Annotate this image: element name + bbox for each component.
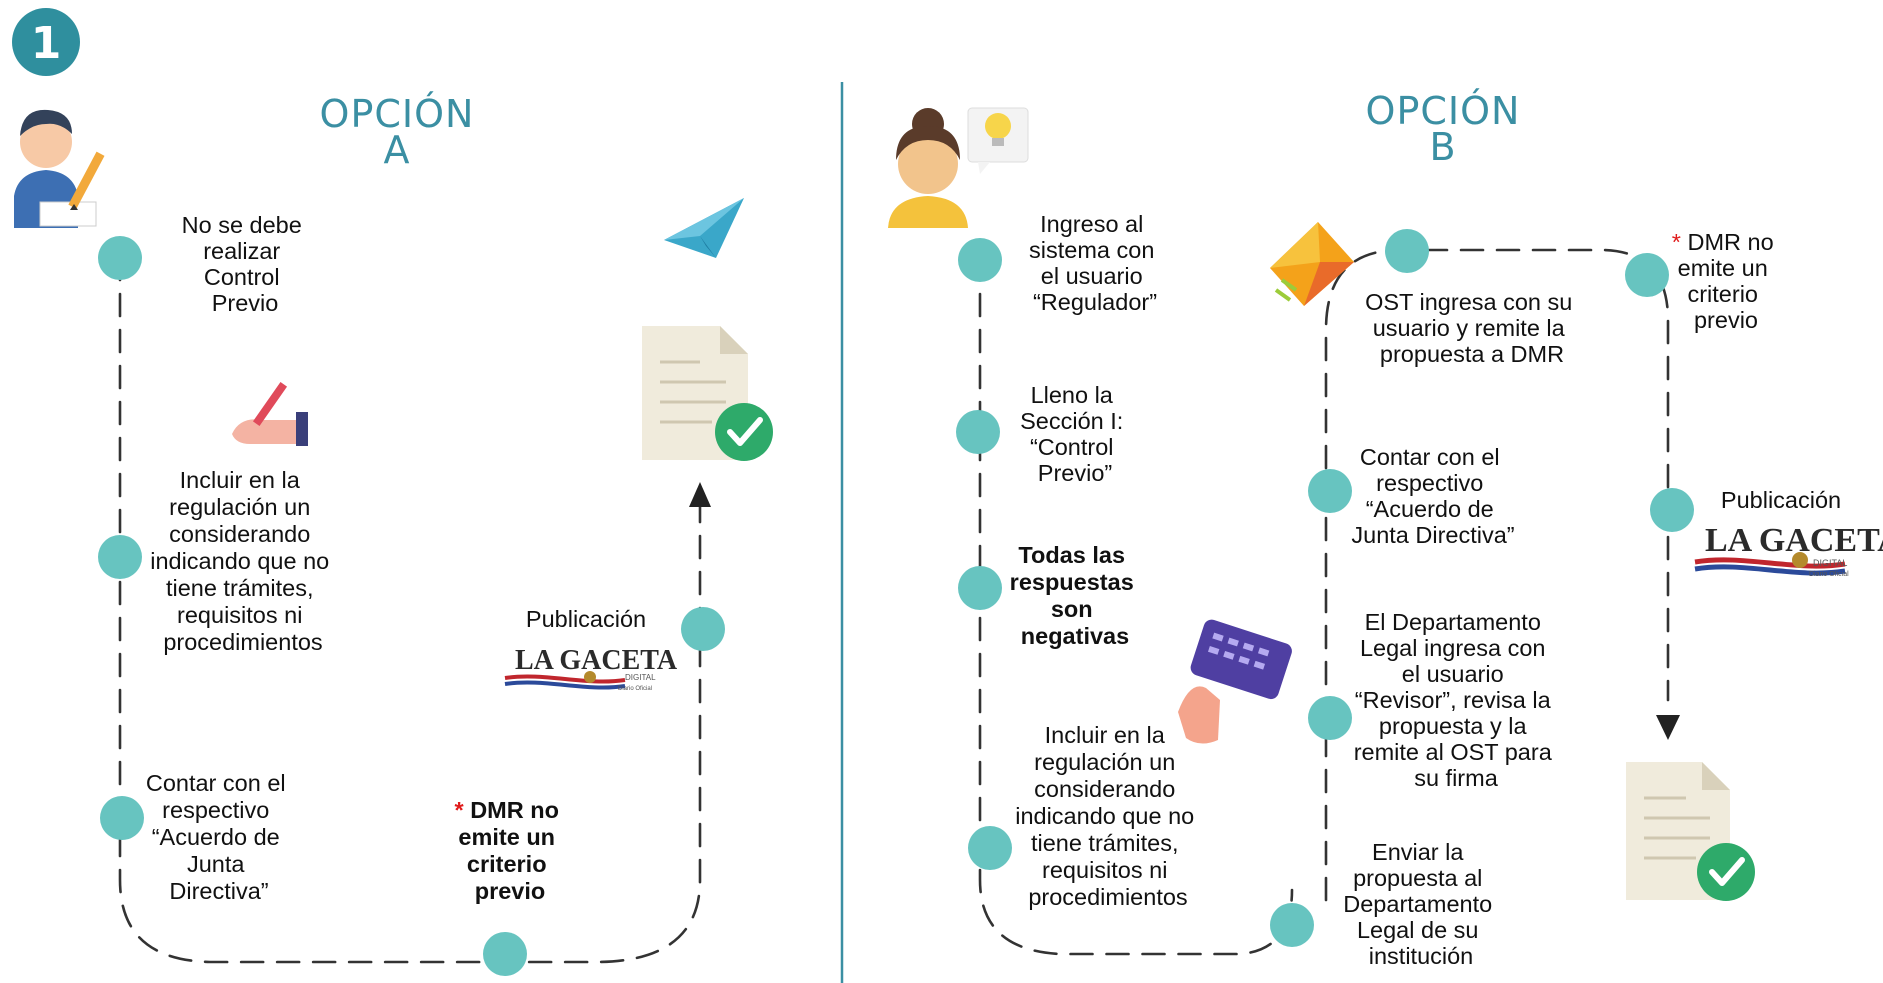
option-a-flow-path xyxy=(118,256,702,964)
svg-text:OPCIÓN: OPCIÓN xyxy=(1366,89,1521,133)
envelope-icon xyxy=(1270,222,1354,306)
option-a-publication-label: Publicación xyxy=(526,606,646,632)
document-check-icon xyxy=(1626,762,1755,901)
option-b-node-3 xyxy=(958,566,1002,610)
option-b-step-4-text: Incluir en la regulación un considerando… xyxy=(1015,722,1201,910)
option-b-step-1-text: Ingreso al sistema con el usuario “Regul… xyxy=(1029,211,1161,315)
svg-text:DIGITAL: DIGITAL xyxy=(625,673,656,682)
option-a-step-2-text: Incluir en la regulación un considerando… xyxy=(150,467,336,655)
option-b-step-6-text: El Departamento Legal ingresa con el usu… xyxy=(1354,609,1559,791)
svg-text:1: 1 xyxy=(31,18,62,69)
option-b-step-8-text: OST ingresa con su usuario y remite la p… xyxy=(1365,289,1579,367)
option-b-node-4 xyxy=(968,826,1012,870)
option-b-step-5-text: Enviar la propuesta al Departamento Lega… xyxy=(1343,839,1498,969)
option-a-dmr-note: * DMR no emite un criterio previo xyxy=(455,797,566,904)
woman-idea-icon xyxy=(888,107,1029,228)
svg-text:LA GACETA: LA GACETA xyxy=(515,645,678,676)
step-number-badge: 1 xyxy=(12,8,80,76)
la-gaceta-logo: LA GACETA DIGITAL Diario Oficial xyxy=(504,645,678,692)
option-a-step-1-text: No se debe realizar Control Previo xyxy=(182,212,309,316)
option-b-node-5 xyxy=(1270,903,1314,947)
la-gaceta-logo: LA GACETA DIGITAL Diario Oficial xyxy=(1694,522,1883,578)
option-a-title: OPCIÓN A xyxy=(320,92,475,172)
option-b-node-7 xyxy=(1308,469,1352,513)
option-b-step-7-text: Contar con el respectivo “Acuerdo de Jun… xyxy=(1351,444,1514,548)
option-b-node-8 xyxy=(1385,229,1429,273)
option-a-node-3 xyxy=(100,796,144,840)
option-a-node-5 xyxy=(681,607,725,651)
option-b-publication-label: Publicación xyxy=(1721,487,1841,513)
option-b-node-1 xyxy=(958,238,1002,282)
option-b-node-9 xyxy=(1625,253,1669,297)
document-check-icon xyxy=(642,326,773,461)
svg-text:A: A xyxy=(384,128,411,172)
option-b-node-10 xyxy=(1650,488,1694,532)
svg-text:Diario Oficial: Diario Oficial xyxy=(618,686,652,692)
arrow-up-icon xyxy=(689,482,711,507)
svg-text:Diario Oficial: Diario Oficial xyxy=(1809,571,1849,578)
svg-text:B: B xyxy=(1429,125,1456,169)
option-b-step-2-text: Lleno la Sección I: “Control Previo” xyxy=(1020,382,1130,486)
option-a-node-1 xyxy=(98,236,142,280)
option-b-title: OPCIÓN B xyxy=(1366,89,1521,169)
arrow-down-icon xyxy=(1656,715,1680,740)
option-b-dmr-note: * DMR no emite un criterio previo xyxy=(1672,229,1780,333)
person-writing-icon xyxy=(14,109,105,228)
svg-text:LA GACETA: LA GACETA xyxy=(1705,522,1883,559)
svg-text:OPCIÓN: OPCIÓN xyxy=(320,92,475,136)
option-a-node-4 xyxy=(483,932,527,976)
keypad-hand-icon xyxy=(1178,619,1292,744)
paper-plane-icon xyxy=(664,198,744,258)
option-b-node-2 xyxy=(956,410,1000,454)
option-b-step-3-text: Todas las respuestas son negativas xyxy=(1010,542,1141,649)
option-a-step-3-text: Contar con el respectivo “Acuerdo de Jun… xyxy=(146,770,292,904)
hand-writing-icon xyxy=(232,382,308,446)
svg-text:DIGITAL: DIGITAL xyxy=(1813,558,1847,568)
option-b-node-6 xyxy=(1308,696,1352,740)
option-a-node-2 xyxy=(98,535,142,579)
